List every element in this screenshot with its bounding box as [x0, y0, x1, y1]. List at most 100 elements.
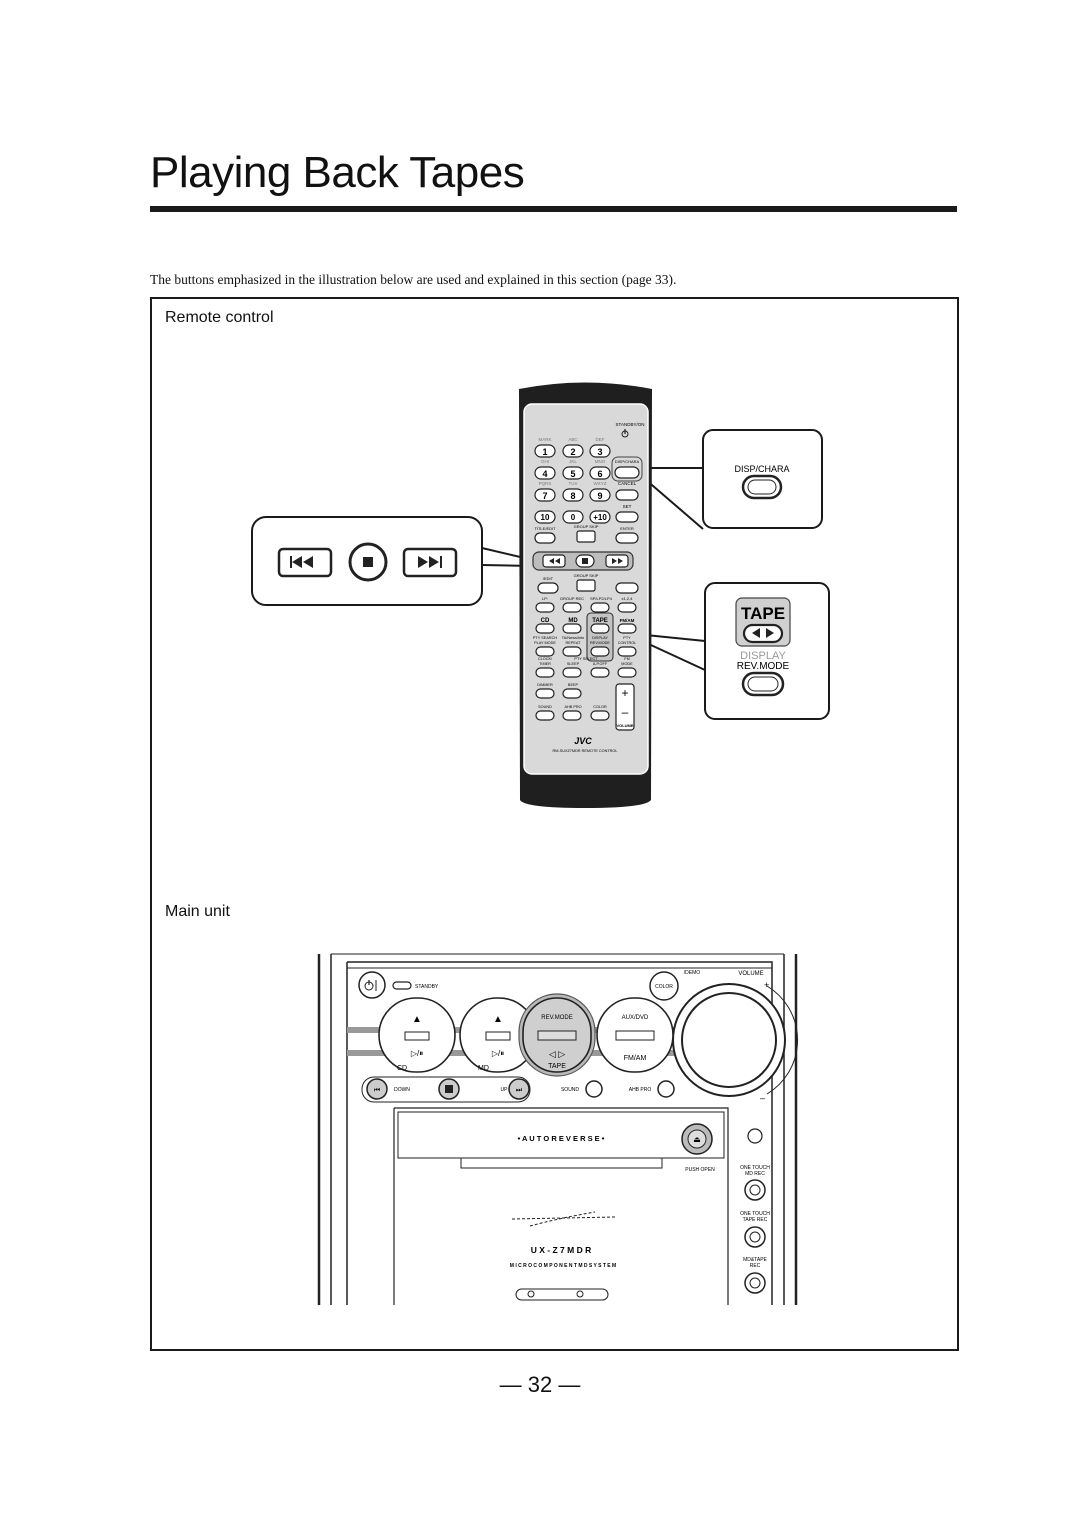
- rev-mode-remote-button[interactable]: [590, 646, 610, 657]
- ahb-pro-button[interactable]: [562, 710, 582, 721]
- digit-2-button[interactable]: [562, 444, 584, 458]
- clock-timer-button[interactable]: [535, 667, 555, 678]
- cancel-button[interactable]: [615, 489, 639, 501]
- tape-play-button[interactable]: [590, 623, 610, 634]
- volume-plus-icon: +: [621, 686, 628, 700]
- digit-4-button[interactable]: [534, 466, 556, 480]
- unit-tape-label: TAPE: [548, 1063, 566, 1070]
- unit-panel: [346, 961, 773, 1305]
- sp-lp-button[interactable]: [590, 602, 610, 613]
- sleep-button[interactable]: [562, 667, 582, 678]
- digit-9-button[interactable]: [589, 488, 611, 502]
- remote-sp-lp-label: SP/LP2/LP4: [590, 596, 613, 601]
- standby-indicator: [392, 981, 412, 990]
- unit-power-button[interactable]: [358, 971, 386, 999]
- sound-button[interactable]: [535, 710, 555, 721]
- unit-aux-dvd-button[interactable]: [615, 1030, 655, 1041]
- unit-prev-button[interactable]: [366, 1078, 388, 1100]
- unit-volume-arc: [766, 985, 799, 1095]
- unit-logo-swoosh: [511, 1211, 616, 1227]
- callout-disp-chara-inner: [747, 479, 777, 495]
- digit-6-button[interactable]: [589, 466, 611, 480]
- digit-7-button[interactable]: [534, 488, 556, 502]
- unit-cd-eject-button[interactable]: [404, 1031, 430, 1041]
- remote-ta-label: TA/News/Info: [562, 636, 585, 640]
- beep-button[interactable]: [562, 688, 582, 699]
- unit-volume-knob[interactable]: [681, 992, 777, 1088]
- volume-rocker[interactable]: [615, 683, 635, 731]
- digit-plus10-button[interactable]: [589, 510, 611, 524]
- x124-button[interactable]: [617, 602, 637, 613]
- digit-3-button[interactable]: [589, 444, 611, 458]
- unit-cd-play-icon: ▷/⏸: [411, 1049, 423, 1058]
- remote-group-skip-label: GROUP SKIP: [574, 524, 599, 529]
- unit-phones-jack[interactable]: [747, 1128, 763, 1144]
- edit-button[interactable]: [537, 582, 559, 594]
- callout-tape-label: TAPE: [741, 604, 785, 623]
- unit-md-tape-rec-button[interactable]: [744, 1272, 766, 1294]
- disp-chara-remote-button[interactable]: [614, 466, 640, 479]
- set-button[interactable]: [615, 511, 639, 523]
- dimmer-button[interactable]: [535, 688, 555, 699]
- unit-one-touch-md-rec-button[interactable]: [744, 1179, 766, 1201]
- digit-3-label: 3: [597, 447, 602, 457]
- remote-misc-button[interactable]: [615, 582, 639, 594]
- transport-callout: [251, 516, 483, 606]
- remote-group-rec-label: GROUP REC: [560, 596, 584, 601]
- play-mode-button[interactable]: [535, 646, 555, 657]
- pty-control-button[interactable]: [617, 646, 637, 657]
- remote-standby-label: STANDBY/ON: [616, 422, 645, 427]
- unit-one-touch-tape-rec-button[interactable]: [744, 1226, 766, 1248]
- digit-0-button[interactable]: [562, 510, 584, 524]
- digit-8-button[interactable]: [562, 488, 584, 502]
- remote-title-edit-label: TITLE/EDIT: [534, 526, 556, 531]
- unit-fmam-label: FM/AM: [624, 1055, 647, 1062]
- unit-sound-button[interactable]: [585, 1080, 603, 1098]
- callout-disp-chara-button[interactable]: [741, 474, 783, 500]
- unit-color-button[interactable]: [649, 971, 679, 1001]
- digit-4-label: 4: [542, 469, 547, 479]
- callout-rev-mode-button[interactable]: [741, 671, 785, 697]
- digit-10-button[interactable]: [534, 510, 556, 524]
- unit-one-touch-tape-rec-inner: [749, 1231, 761, 1243]
- cd-play-button[interactable]: [535, 623, 555, 634]
- digit-10-label: 10: [541, 513, 550, 522]
- lp-button[interactable]: [535, 602, 555, 613]
- tape-callout: TAPE DISPLAY REV.MODE: [704, 582, 830, 720]
- unit-next-button[interactable]: [508, 1078, 530, 1100]
- repeat-button[interactable]: [562, 646, 582, 657]
- unit-rev-mode-button[interactable]: [537, 1030, 577, 1041]
- digit-9-label: 9: [597, 491, 602, 501]
- fmam-button[interactable]: [617, 623, 637, 634]
- unit-stop-icon: [445, 1085, 453, 1093]
- group-skip-prev-button[interactable]: [576, 579, 596, 592]
- remote-control-label: CONTROL: [618, 641, 637, 645]
- unit-ahb-button[interactable]: [657, 1080, 675, 1098]
- unit-auto-reverse-label: • A U T O R E V E R S E •: [518, 1134, 605, 1143]
- disp-chara-callout: DISP/CHARA: [702, 429, 823, 529]
- digit-8-label: 8: [570, 491, 575, 501]
- unit-mdt-label-1: MD&TAPE: [743, 1257, 767, 1263]
- remote-edit-label: /EDIT: [543, 576, 554, 581]
- unit-ott-label-2: TAPE REC: [743, 1217, 768, 1223]
- unit-ir-window: [515, 1288, 609, 1301]
- remote-stop-icon: [582, 558, 588, 564]
- illustration-frame: [150, 297, 959, 1351]
- fm-mode-button[interactable]: [617, 667, 637, 678]
- callout-tape-button[interactable]: [742, 623, 784, 644]
- unit-md-eject-button[interactable]: [485, 1031, 511, 1041]
- digit-5-button[interactable]: [562, 466, 584, 480]
- page-number: — 32 —: [499, 1372, 581, 1397]
- digit-1-button[interactable]: [534, 444, 556, 458]
- enter-button[interactable]: [615, 532, 639, 544]
- remote-ghi-label: GHI: [541, 459, 549, 464]
- digit-0-label: 0: [571, 513, 576, 522]
- title-edit-button[interactable]: [534, 532, 556, 544]
- apoff-button[interactable]: [590, 667, 610, 678]
- group-skip-next-button[interactable]: [576, 530, 596, 543]
- color-button[interactable]: [590, 710, 610, 721]
- group-rec-button[interactable]: [562, 602, 582, 613]
- md-play-button[interactable]: [562, 623, 582, 634]
- unit-volume-plus: +: [764, 980, 769, 990]
